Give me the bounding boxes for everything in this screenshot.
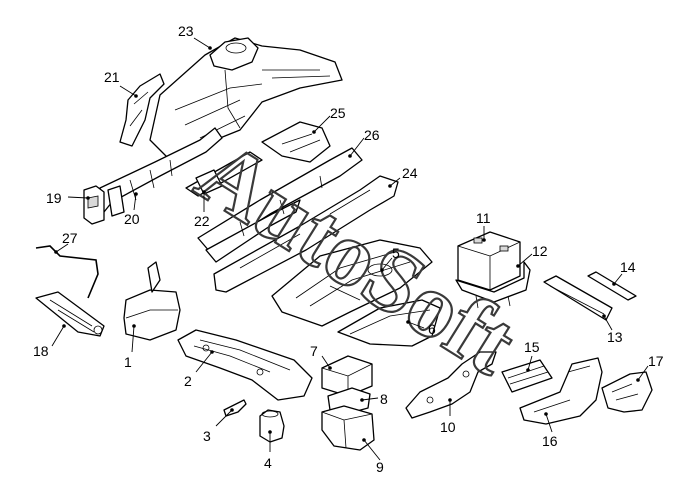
callout-21: 21 [104, 69, 120, 85]
callout-14: 14 [620, 259, 636, 275]
part-20-rail [99, 127, 223, 217]
callout-19: 19 [46, 190, 62, 206]
callout-18: 18 [33, 343, 49, 359]
callout-17: 17 [648, 353, 664, 369]
part-1-reservoir [123, 261, 181, 341]
callout-25: 25 [330, 105, 346, 121]
callout-24: 24 [402, 165, 418, 181]
callout-16: 16 [542, 433, 558, 449]
part-4-mount [259, 409, 285, 443]
part-2-cross-beam [177, 329, 313, 401]
callout-26: 26 [364, 127, 380, 143]
callout-3: 3 [203, 428, 211, 444]
callout-15: 15 [524, 339, 540, 355]
part-5-floor-pan [271, 239, 433, 327]
callout-5: 5 [392, 245, 400, 261]
part-16-side-panel [519, 357, 603, 425]
callout-22: 22 [194, 213, 210, 229]
part-21-rear-bracket [119, 73, 165, 147]
callout-11: 11 [476, 210, 491, 226]
callout-2: 2 [184, 373, 192, 389]
callout-1: 1 [124, 354, 132, 370]
part-22-crossmember [185, 151, 263, 197]
part-3-bolt [223, 399, 247, 417]
part-17-bracket [601, 371, 653, 413]
part-24-side-member [213, 175, 399, 293]
part-18-jack [35, 291, 105, 337]
callout-12: 12 [532, 243, 548, 259]
callout-4: 4 [264, 455, 272, 471]
part-10-bracket [405, 351, 497, 419]
callout-9: 9 [376, 459, 384, 475]
part-11-battery [457, 231, 521, 291]
callout-labels: 1 2 3 4 5 6 7 8 9 10 11 12 13 14 15 16 1… [33, 23, 664, 475]
part-27-rod [35, 245, 99, 299]
part-12-battery-tray [455, 261, 531, 309]
callout-8: 8 [380, 391, 388, 407]
callout-20: 20 [124, 211, 140, 227]
part-26-side-rail [197, 147, 363, 263]
part-19-bracket [83, 185, 105, 225]
callout-23: 23 [178, 23, 194, 39]
callout-6: 6 [428, 321, 436, 337]
part-9-housing [321, 405, 375, 451]
part-6-insulation [337, 299, 441, 347]
callout-10: 10 [440, 419, 456, 435]
part-14-strip [587, 271, 637, 301]
callout-7: 7 [310, 343, 318, 359]
callout-13: 13 [607, 329, 623, 345]
leader-lines [51, 37, 649, 461]
part-15-pad [501, 359, 553, 393]
part-13-rail [543, 275, 613, 321]
callout-27: 27 [62, 230, 78, 246]
